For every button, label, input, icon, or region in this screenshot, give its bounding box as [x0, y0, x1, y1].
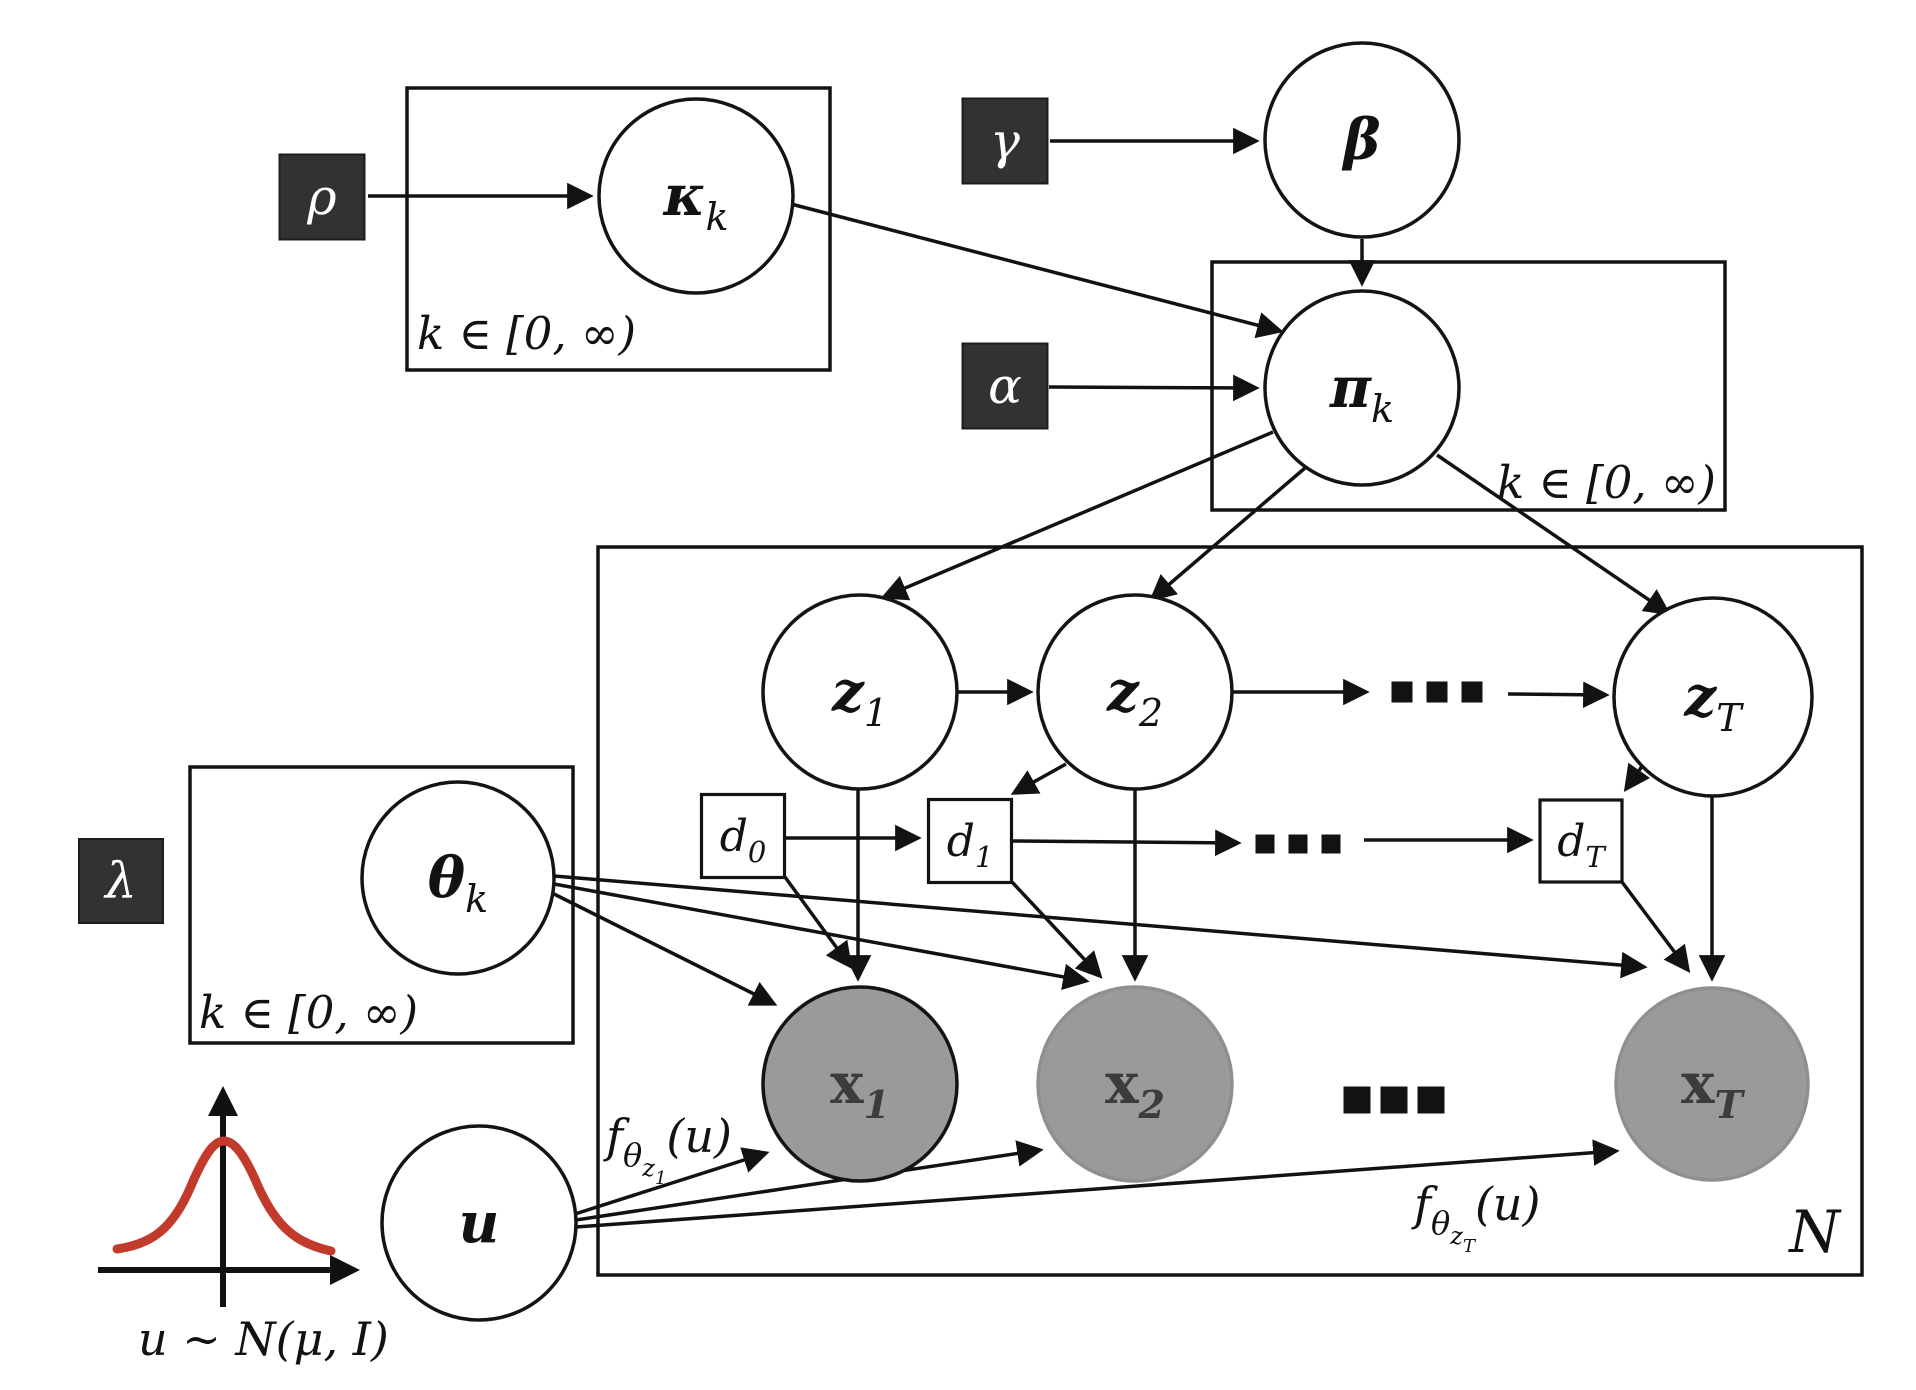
edge-alpha-pi — [1048, 374, 1260, 402]
node-kappa_k — [597, 97, 795, 295]
dots-d-dot-1 — [1288, 834, 1308, 854]
d-box-d1 — [926, 797, 1014, 885]
param-box-lambda — [78, 838, 164, 924]
plates-layer: k ∈ [0, ∞) k ∈ [0, ∞) k ∈ [0, ∞) N — [188, 86, 1864, 1277]
dots-z-dot-1 — [1426, 681, 1448, 703]
node-zT — [1612, 596, 1814, 798]
node-pi_k — [1263, 289, 1461, 487]
plate-pi-label: k ∈ [0, ∞) — [1497, 456, 1716, 509]
edge-pi-z2 — [1149, 466, 1307, 602]
dots-x-dot-2 — [1417, 1086, 1445, 1114]
param-box-rho — [278, 153, 366, 241]
plate-pi — [1210, 260, 1727, 512]
node-label-xT: xT — [1681, 1051, 1745, 1127]
param-label-alpha: α — [988, 357, 1022, 415]
param-label-rho: ρ — [306, 168, 337, 226]
edge-u-x1 — [574, 1147, 770, 1216]
node-label-beta: β — [1341, 107, 1380, 173]
dots-d-dot-2 — [1321, 834, 1341, 854]
edges-layer — [368, 127, 1726, 1229]
node-beta — [1263, 41, 1461, 239]
annotations-layer: fθz1(u) fθzT(u) u ∼ N(μ, I) — [138, 1109, 1541, 1366]
node-label-z2: z2 — [1106, 659, 1163, 735]
edge-d0-x1 — [783, 875, 853, 970]
node-label-u: u — [459, 1190, 500, 1256]
param-label-gamma: γ — [990, 112, 1020, 170]
edge-d1-x2 — [1010, 880, 1103, 979]
d-label-dT: dT — [1557, 816, 1607, 874]
dots-z-dot-2 — [1461, 681, 1483, 703]
node-label-theta_k: θk — [428, 845, 488, 921]
node-label-kappa_k: κk — [662, 163, 728, 239]
sketch-bell-curve — [112, 1136, 336, 1256]
param-box-gamma — [961, 97, 1049, 185]
edge-d1-dots — [1012, 829, 1242, 857]
node-label-zT: zT — [1683, 664, 1744, 740]
label-f-theta-zT: fθzT(u) — [1411, 1177, 1541, 1257]
plate-N — [596, 545, 1864, 1277]
edge-dT-xT — [1620, 880, 1691, 973]
node-z2 — [1036, 593, 1234, 791]
dots-x-dot-1 — [1380, 1086, 1408, 1114]
param-boxes-layer: ρ γ α λ — [78, 97, 1049, 924]
node-z1 — [761, 593, 959, 791]
edge-theta-x2 — [553, 882, 1090, 990]
dots-x-dot-0 — [1343, 1086, 1371, 1114]
plate-kappa — [405, 86, 832, 372]
edge-pi-z1 — [880, 430, 1274, 601]
node-u — [380, 1124, 578, 1322]
dots-d-dot-0 — [1255, 834, 1275, 854]
node-x1 — [761, 985, 959, 1183]
edge-theta-x1 — [551, 891, 778, 1006]
node-xT — [1614, 986, 1810, 1182]
node-x2 — [1036, 985, 1234, 1183]
node-label-x2: x2 — [1105, 1051, 1165, 1127]
edge-u-x2 — [575, 1140, 1044, 1222]
sketch-y-arrowhead — [208, 1086, 238, 1116]
edge-dots-zT — [1507, 681, 1610, 709]
d-box-dT — [1538, 798, 1624, 884]
edge-z2-d1 — [1010, 762, 1067, 795]
d-label-d0: d0 — [720, 811, 767, 869]
label-u-distribution: u ∼ N(μ, I) — [138, 1312, 389, 1366]
gaussian-sketch — [98, 1086, 360, 1307]
plate-theta-label: k ∈ [0, ∞) — [199, 986, 418, 1039]
node-label-x1: x1 — [830, 1051, 890, 1127]
node-label-z1: z1 — [831, 659, 888, 735]
ellipsis-dots-layer — [1255, 681, 1483, 1114]
d-box-d0 — [699, 792, 787, 880]
nodes-layer: κk β πk θk u z1 z2 zT x1 x2 xT — [360, 41, 1814, 1322]
plate-N-label: N — [1787, 1198, 1842, 1266]
node-label-pi_k: πk — [1329, 355, 1394, 431]
plate-kappa-label: k ∈ [0, ∞) — [417, 307, 636, 360]
sketch-x-arrowhead — [330, 1255, 360, 1285]
param-label-lambda: λ — [103, 852, 137, 910]
edge-u-xT — [575, 1139, 1620, 1229]
edge-pi-zT — [1436, 453, 1672, 616]
duration-boxes-layer: d0 d1 dT — [699, 792, 1624, 885]
node-theta_k — [360, 780, 556, 976]
label-f-theta-z1: fθz1(u) — [603, 1109, 732, 1189]
edge-kappa-pi — [790, 202, 1284, 339]
edge-theta-xT — [553, 874, 1648, 979]
d-label-d1: d1 — [947, 816, 994, 874]
param-box-alpha — [961, 342, 1049, 430]
dots-z-dot-0 — [1391, 681, 1413, 703]
